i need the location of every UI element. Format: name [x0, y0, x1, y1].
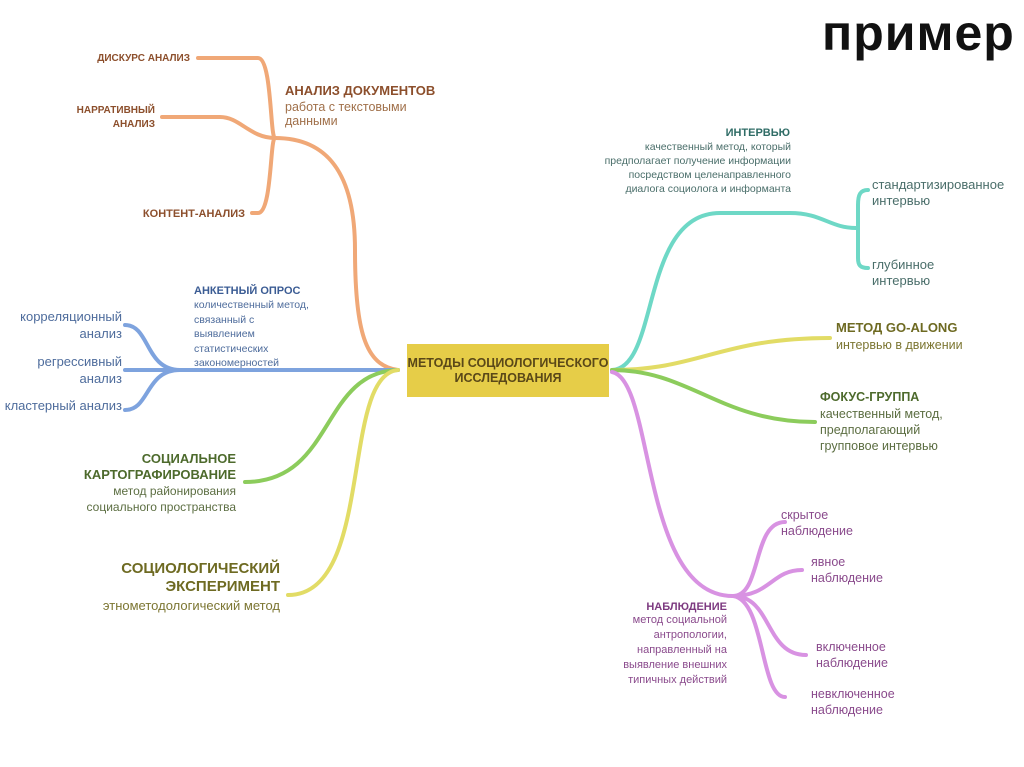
- documents-links: [160, 56, 400, 372]
- link-included: [731, 594, 808, 657]
- node-nonincluded: невключенное наблюдение: [811, 687, 895, 717]
- node-in-depth: глубинное интервью: [872, 257, 935, 288]
- node-overt: явное наблюдение: [811, 555, 883, 585]
- central-node: МЕТОДЫ СОЦИОЛОГИЧЕСКОГО ИССЛЕДОВАНИЯ: [407, 344, 609, 397]
- link-mapping: [243, 368, 400, 484]
- node-hidden: скрытое наблюдение: [781, 508, 853, 538]
- link-narrative: [160, 115, 277, 140]
- link-goalong: [610, 336, 832, 372]
- node-mapping-title: СОЦИАЛЬНОЕ КАРТОГРАФИРОВАНИЕ: [83, 451, 236, 482]
- link-interview: [610, 211, 858, 372]
- node-goalong-desc: интервью в движении: [836, 338, 963, 352]
- link-discourse: [196, 56, 277, 140]
- node-focus-desc: качественный метод, предполагающий групп…: [820, 407, 943, 453]
- node-cluster: кластерный анализ: [4, 398, 122, 413]
- link-documents: [273, 136, 400, 372]
- node-interview-title: ИНТЕРВЬЮ: [725, 127, 790, 139]
- survey-links: [123, 323, 400, 412]
- node-observation-desc: метод социальной антропологии, направлен…: [623, 614, 727, 686]
- page-title: пример: [822, 5, 1015, 61]
- node-goalong-title: МЕТОД GO-ALONG: [836, 320, 958, 335]
- link-cluster: [123, 368, 182, 412]
- link-overt: [731, 568, 804, 598]
- link-experiment: [286, 368, 400, 597]
- node-documents-title: АНАЛИЗ ДОКУМЕНТОВ: [285, 83, 436, 98]
- interview-links: [610, 188, 870, 372]
- node-standardized: стандартизированное интервью: [872, 177, 1005, 208]
- node-narrative: НАРРАТИВНЫЙ АНАЛИЗ: [76, 105, 155, 130]
- node-regression: регрессивный анализ: [37, 354, 122, 386]
- node-experiment-title: СОЦИОЛОГИЧЕСКИЙ ЭКСПЕРИМЕНТ: [121, 560, 280, 595]
- link-correlation: [123, 323, 182, 372]
- node-survey-desc: количественный метод, связанный с выявле…: [194, 299, 309, 369]
- link-hidden: [731, 520, 787, 598]
- node-interview-desc: качественный метод, который предполагает…: [604, 141, 791, 195]
- observation-links: [610, 370, 808, 699]
- node-content: КОНТЕНТ-АНАЛИЗ: [142, 208, 245, 220]
- link-content: [250, 136, 277, 215]
- node-discourse: ДИСКУРС АНАЛИЗ: [97, 53, 190, 64]
- node-focus-title: ФОКУС-ГРУППА: [820, 390, 920, 404]
- node-correlation: корреляционный анализ: [20, 309, 122, 341]
- link-focus: [610, 368, 817, 424]
- link-nonincluded: [731, 594, 787, 699]
- node-observation-title: НАБЛЮДЕНИЕ: [646, 601, 727, 613]
- node-experiment-desc: этнометодологический метод: [102, 598, 280, 613]
- node-survey-title: АНКЕТНЫЙ ОПРОС: [194, 285, 301, 297]
- node-mapping-desc: метод районирования социального простран…: [86, 484, 236, 514]
- link-interview-bracket: [856, 188, 870, 270]
- link-observation: [610, 370, 735, 598]
- node-documents-desc: работа с текстовыми данными: [285, 100, 407, 128]
- node-included: включенное наблюдение: [816, 640, 888, 670]
